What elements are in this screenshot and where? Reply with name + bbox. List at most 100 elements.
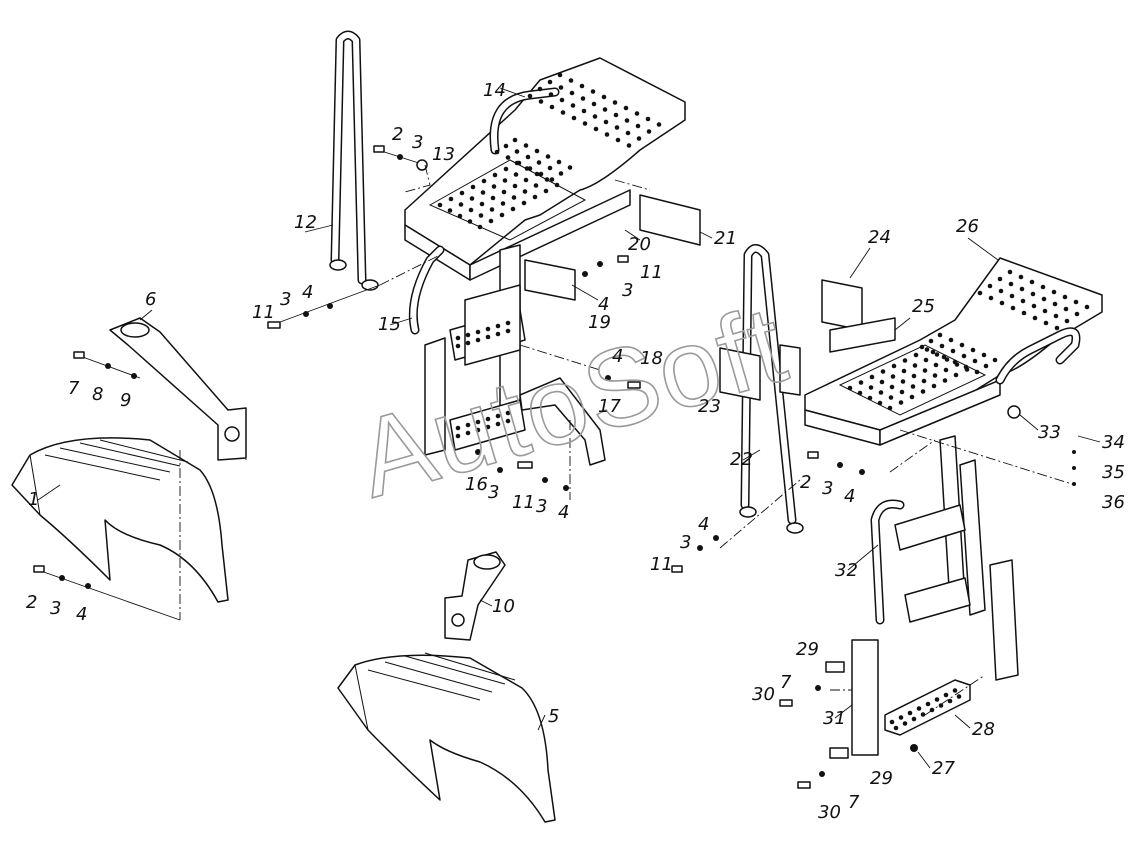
perforation-hole [916,706,922,711]
perforation-hole [941,354,947,360]
perforation-hole [505,410,511,416]
perforation-hole [465,340,471,346]
perforation-hole [591,101,597,107]
perforation-hole [475,337,481,343]
assembly-lines [179,164,1076,716]
perforation-hole [878,390,884,395]
perforation-hole [615,137,621,143]
perforation-hole [533,183,539,188]
perforation-hole [893,725,899,731]
perforation-hole [501,189,507,195]
perforation-hole [950,348,956,354]
perforation-hole [974,369,980,375]
callout-11-mid: 11 [640,262,663,283]
perforation-hole [933,362,939,368]
callout-3-low: 3 [488,482,499,503]
callout-3-left: 3 [280,289,291,310]
perforation-hole [868,385,874,390]
perforation-hole [1043,320,1049,326]
perforation-hole [558,85,564,90]
perforation-hole [579,83,585,89]
callout-20: 20 [628,234,651,255]
perforation-hole [512,183,518,189]
callout-26: 26 [956,216,979,237]
callout-21: 21 [714,228,737,249]
perforation-hole [557,72,563,78]
perforation-hole [457,213,463,219]
perforation-hole [494,149,500,155]
perforation-hole [1030,291,1036,297]
callout-4-bottom: 4 [698,514,709,535]
perforation-hole [512,137,518,143]
perforation-hole [857,390,863,396]
callout-30-bottom: 30 [818,802,841,823]
callout-11-bottom: 11 [650,554,673,575]
callout-35: 35 [1102,462,1125,483]
callout-1: 1 [28,489,39,510]
perforation-hole [469,196,475,201]
perforation-hole [636,136,642,141]
callout-5: 5 [548,706,559,727]
callout-29-bottom: 29 [870,768,893,789]
perforation-hole [931,383,937,389]
perforation-hole [513,172,519,177]
perforation-hole [925,701,931,707]
perforation-hole [1020,298,1026,304]
perforation-hole [1084,304,1090,310]
callout-7: 7 [68,378,80,399]
perforation-hole [503,166,509,172]
perforation-hole [1029,279,1035,285]
perforation-hole [556,159,562,165]
perforation-hole [912,363,918,368]
grab-handle-12 [329,30,379,291]
perforation-hole [913,352,919,358]
perforation-hole [522,189,528,194]
perforation-hole [900,379,906,384]
callout-27: 27 [932,758,955,779]
perforation-hole [455,343,461,349]
perforation-hole [909,394,915,400]
perforation-hole [475,427,481,433]
callout-3-low2: 3 [536,496,547,517]
perforation-hole [998,288,1004,294]
perforation-hole [928,338,934,344]
perforation-hole [626,143,632,148]
perforation-hole [490,195,496,201]
perforation-hole [1054,325,1060,331]
perforation-hole [465,422,471,428]
callout-16: 16 [465,474,488,495]
perforation-hole [500,201,506,206]
callout-17: 17 [598,396,621,417]
perforation-hole [1021,310,1027,316]
perforation-hole [977,290,983,296]
perforation-hole [1041,296,1047,302]
perforation-hole [543,188,549,194]
perforation-hole [1062,294,1068,300]
perforation-hole [511,195,517,200]
perforation-hole [937,332,943,338]
perforation-hole [959,342,965,348]
step-holes-26 [847,269,1090,411]
callout-3-right: 3 [822,478,833,499]
perforation-hole [499,212,505,218]
perforation-hole [963,364,969,370]
perforation-hole [1018,274,1024,280]
perforation-hole [956,694,962,699]
perforation-hole [645,116,651,122]
perforation-hole [485,334,491,340]
perforation-hole [582,121,588,126]
callout-3-mid: 3 [622,280,633,301]
perforation-hole [527,93,533,99]
callout-28: 28 [972,719,995,740]
callout-9: 9 [120,390,131,411]
perforation-hole [495,323,501,329]
perforation-hole [560,110,566,115]
perforation-hole [448,196,454,202]
callout-15: 15 [378,314,401,335]
callout-4-left: 4 [302,282,313,303]
perforation-hole [495,413,501,419]
perforation-hole [505,155,511,160]
perforation-hole [911,373,917,379]
perforation-hole [898,400,904,405]
